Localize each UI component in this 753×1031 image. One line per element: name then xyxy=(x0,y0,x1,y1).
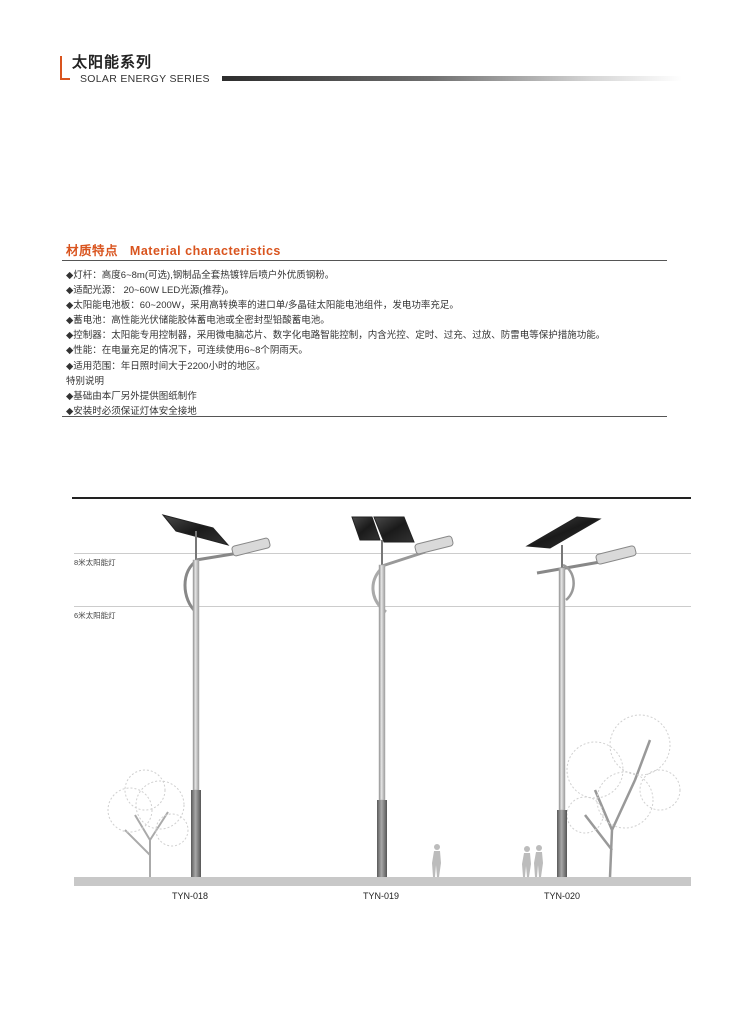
spec-item: ◆性能：在电量充足的情况下，可连续使用6~8个阴雨天。 xyxy=(66,345,308,357)
header-accent-foot xyxy=(60,78,70,80)
spec-note-heading: 特别说明 xyxy=(66,375,105,387)
tree-left-icon xyxy=(107,769,189,877)
street-light-tyn-020 xyxy=(525,516,637,877)
street-light-tyn-019 xyxy=(351,516,454,877)
model-label-tyn-019: TYN-019 xyxy=(363,891,400,901)
spec-item: ◆适配光源： 20~60W LED光源(推荐)。 xyxy=(66,285,235,297)
header-gradient-bar xyxy=(222,76,682,81)
pedestrian-pair-icon xyxy=(522,845,543,877)
ground-strip xyxy=(74,877,691,886)
model-label-tyn-018: TYN-018 xyxy=(172,891,209,901)
spec-item: ◆蓄电池：高性能光伏储能胶体蓄电池或全密封型铅酸蓄电池。 xyxy=(66,315,330,327)
height-label-6m: 6米太阳能灯 xyxy=(74,611,116,620)
page-subtitle: SOLAR ENERGY SERIES xyxy=(80,73,210,85)
model-label-tyn-020: TYN-020 xyxy=(544,891,581,901)
section-divider-top xyxy=(62,260,667,261)
spec-item: ◆安装时必须保证灯体安全接地 xyxy=(66,405,197,417)
spec-item: ◆适用范围：年日照时间大于2200小时的地区。 xyxy=(66,360,266,372)
spec-item: ◆太阳能电池板：60~200W，采用高转换率的进口单/多晶硅太阳能电池组件，发电… xyxy=(66,300,459,312)
height-label-8m: 8米太阳能灯 xyxy=(74,558,116,567)
street-light-tyn-018 xyxy=(161,514,271,877)
header-accent-bar xyxy=(60,56,62,80)
spec-list: ◆灯杆：高度6~8m(可选),钢制品全套热镀锌后喷户外优质钢粉。 ◆适配光源： … xyxy=(66,268,666,419)
section-title: 材质特点 Material characteristics xyxy=(66,244,281,258)
tree-right-icon xyxy=(566,714,681,878)
pedestrian-icon xyxy=(432,844,441,877)
page-title: 太阳能系列 xyxy=(72,54,153,71)
section-divider-bottom xyxy=(62,416,667,417)
figure-top-rule xyxy=(72,497,691,499)
spec-item: ◆灯杆：高度6~8m(可选),钢制品全套热镀锌后喷户外优质钢粉。 xyxy=(66,270,335,281)
spec-item: ◆基础由本厂另外提供图纸制作 xyxy=(66,390,197,402)
street-light-illustration xyxy=(107,514,681,878)
spec-item: ◆控制器：太阳能专用控制器，采用微电脑芯片、数字化电路智能控制，内含光控、定时、… xyxy=(66,330,606,342)
